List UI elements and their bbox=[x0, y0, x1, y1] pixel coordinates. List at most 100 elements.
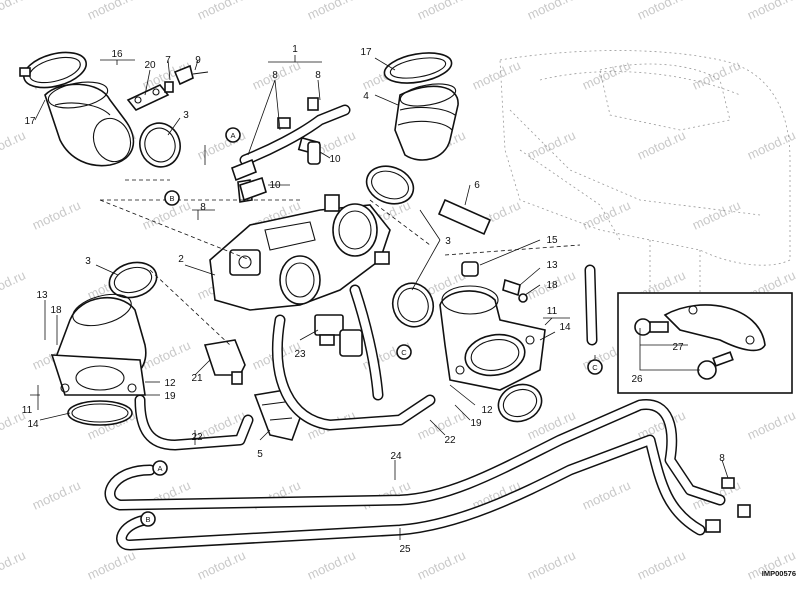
grommet-15 bbox=[461, 261, 479, 277]
reference-markers: A B C A B C bbox=[140, 127, 603, 527]
washer-18-right bbox=[518, 293, 528, 303]
clamp-17-left bbox=[19, 51, 87, 89]
watermark-text: motod.ru bbox=[745, 407, 798, 442]
ref-b-lower: B bbox=[145, 515, 150, 524]
watermark-text: motod.ru bbox=[305, 0, 358, 23]
construction-lines bbox=[99, 179, 596, 365]
watermark-text: motod.ru bbox=[30, 477, 83, 512]
watermark-text: motod.ru bbox=[0, 0, 28, 23]
o-ring-14-left bbox=[67, 400, 133, 426]
watermark-text: motod.ru bbox=[580, 57, 633, 92]
injector-10-lower bbox=[239, 176, 267, 202]
frame-ghost-outline bbox=[499, 50, 791, 300]
clamp-3-right-lower bbox=[391, 282, 435, 328]
callout-8-left: 8 bbox=[200, 202, 206, 213]
callout-25: 25 bbox=[399, 544, 411, 555]
vacuum-hose-mid bbox=[349, 284, 384, 401]
callout-14-left: 14 bbox=[27, 419, 39, 430]
callout-21: 21 bbox=[191, 373, 203, 384]
callout-15: 15 bbox=[546, 235, 558, 246]
callout-3-upper: 3 bbox=[183, 110, 189, 121]
watermark-text: motod.ru bbox=[525, 0, 578, 23]
ref-circle-a-upper bbox=[225, 127, 241, 143]
ref-circle-b-upper bbox=[164, 190, 180, 206]
callout-8-upper-left: 8 bbox=[272, 70, 278, 81]
watermark-text: motod.ru bbox=[635, 0, 688, 23]
watermark-text: motod.ru bbox=[525, 547, 578, 582]
callout-14-right: 14 bbox=[559, 322, 571, 333]
clamp-3-left bbox=[108, 261, 158, 299]
callout-13-left: 13 bbox=[36, 290, 48, 301]
callout-26: 26 bbox=[631, 374, 643, 385]
bolt-13-right bbox=[502, 278, 521, 297]
watermark-text: motod.ru bbox=[580, 477, 633, 512]
drawing-code: IMP00576 bbox=[762, 569, 796, 578]
callout-labels: 16 20 7 9 1 8 8 17 4 17 3 8 10 10 6 3 2 … bbox=[22, 44, 725, 555]
intake-manifold-11-left bbox=[50, 293, 147, 396]
watermark-text: motod.ru bbox=[635, 127, 688, 162]
intake-duct-16 bbox=[44, 81, 135, 167]
watermark-text: motod.ru bbox=[415, 0, 468, 23]
watermark-text: motod.ru bbox=[0, 547, 28, 582]
clamp-3-mid bbox=[365, 165, 415, 205]
watermark-text: motod.ru bbox=[525, 127, 578, 162]
vent-hose-right bbox=[584, 264, 598, 346]
callout-27: 27 bbox=[672, 342, 684, 353]
ref-circle-b-lower bbox=[140, 511, 156, 527]
callout-4: 4 bbox=[363, 91, 369, 102]
clamp-17-right bbox=[383, 52, 453, 84]
watermark-text: motod.ru bbox=[690, 57, 743, 92]
sensor-21 bbox=[203, 339, 246, 385]
callout-3-left: 3 bbox=[85, 256, 91, 267]
ref-b-upper: B bbox=[169, 194, 174, 203]
watermark-text: motod.ru bbox=[0, 267, 28, 302]
o-ring-14-right bbox=[497, 383, 543, 423]
watermark-text: motod.ru bbox=[745, 0, 798, 23]
ref-a-lower: A bbox=[157, 464, 162, 473]
watermark-text: motod.ru bbox=[470, 57, 523, 92]
callout-11-left: 11 bbox=[22, 405, 33, 416]
watermark-text: motod.ru bbox=[415, 547, 468, 582]
callout-23: 23 bbox=[294, 349, 306, 360]
watermark-text: motod.ru bbox=[195, 0, 248, 23]
ref-circle-a-lower bbox=[152, 460, 168, 476]
ref-a-upper: A bbox=[230, 131, 235, 140]
callout-7: 7 bbox=[165, 55, 171, 66]
vacuum-hose-22-right bbox=[271, 314, 436, 431]
injector-10-upper bbox=[307, 141, 321, 165]
watermark-text: motod.ru bbox=[580, 197, 633, 232]
callout-8-upper-right: 8 bbox=[315, 70, 321, 81]
watermark-text: motod.ru bbox=[690, 197, 743, 232]
callout-17-right: 17 bbox=[360, 47, 372, 58]
intake-manifold-11-right bbox=[439, 285, 546, 391]
throttle-body-2 bbox=[209, 194, 391, 311]
callout-10-upper: 10 bbox=[329, 154, 341, 165]
callout-22-right: 22 bbox=[444, 435, 456, 446]
callout-18-left: 18 bbox=[50, 305, 62, 316]
ref-circle-c-mid bbox=[396, 344, 412, 360]
callout-22-left: 22 bbox=[191, 432, 203, 443]
clamp-3-upper bbox=[139, 122, 181, 168]
callout-12-left: 12 bbox=[164, 378, 176, 389]
callout-19-left: 19 bbox=[164, 391, 176, 402]
callout-5: 5 bbox=[257, 449, 263, 460]
callout-19-right: 19 bbox=[470, 418, 482, 429]
callout-20: 20 bbox=[144, 60, 156, 71]
callout-9: 9 bbox=[195, 55, 201, 66]
ref-circle-c-right bbox=[587, 359, 603, 375]
idle-valve-23 bbox=[314, 314, 363, 357]
callout-18-right: 18 bbox=[546, 280, 558, 291]
callout-12-right: 12 bbox=[481, 405, 493, 416]
ref-c-right: C bbox=[592, 363, 598, 372]
watermark-text: motod.ru bbox=[305, 547, 358, 582]
watermark-text: motod.ru bbox=[195, 547, 248, 582]
watermark-text: motod.ru bbox=[745, 127, 798, 162]
callout-3-right: 3 bbox=[445, 236, 451, 247]
callout-10-lower: 10 bbox=[269, 180, 281, 191]
callout-17-left: 17 bbox=[24, 116, 36, 127]
watermark-text: motod.ru bbox=[30, 197, 83, 232]
callout-8-lower-right: 8 bbox=[719, 453, 725, 464]
callout-16: 16 bbox=[111, 49, 123, 60]
